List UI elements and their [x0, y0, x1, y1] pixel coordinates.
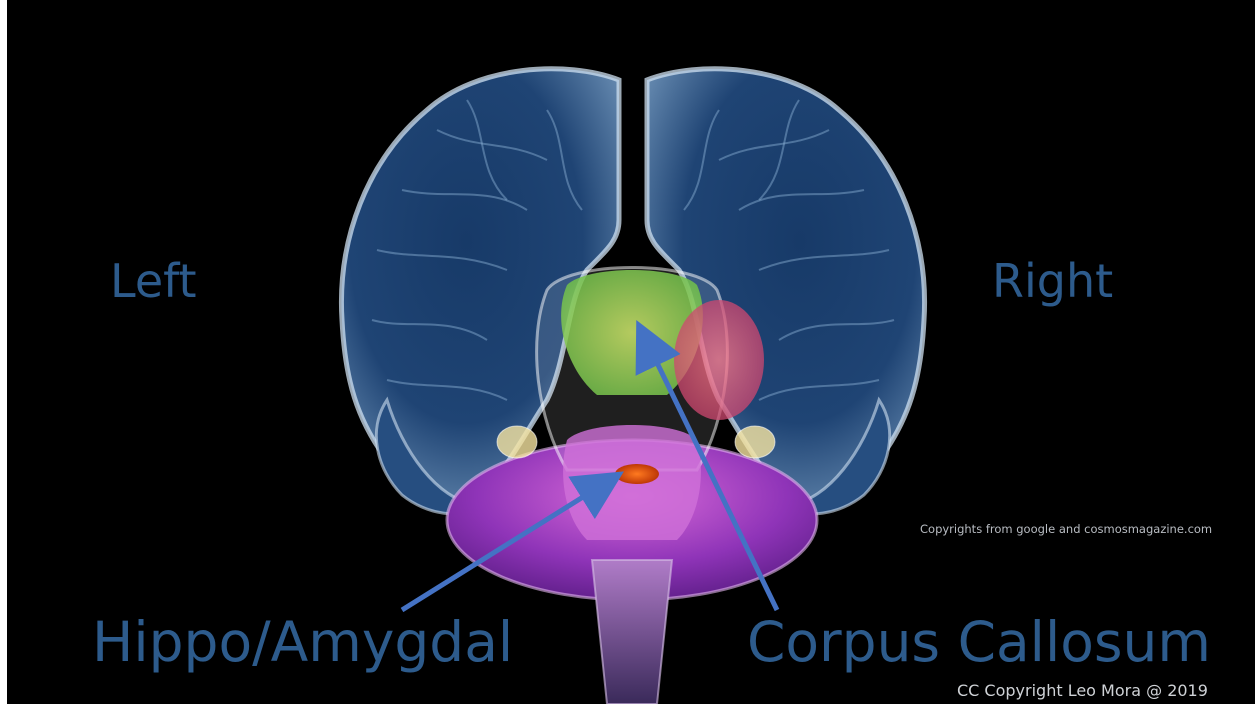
hippocampus-right	[735, 426, 775, 458]
brain-stem	[592, 560, 672, 704]
hippocampus-left	[497, 426, 537, 458]
copyright-credit: CC Copyright Leo Mora @ 2019	[957, 683, 1208, 699]
amygdala	[615, 464, 659, 484]
hippo-amygdala-label: Hippo/Amygdal	[92, 615, 513, 670]
source-credit: Copyrights from google and cosmosmagazin…	[920, 524, 1212, 536]
corpus-callosum-label: Corpus Callosum	[747, 615, 1211, 670]
right-label: Right	[992, 258, 1113, 304]
striatum	[674, 300, 764, 420]
brain-illustration	[7, 0, 1255, 704]
slide-canvas: Left Right Hippo/Amygdal Corpus Callosum…	[7, 0, 1255, 704]
left-label: Left	[110, 258, 197, 304]
